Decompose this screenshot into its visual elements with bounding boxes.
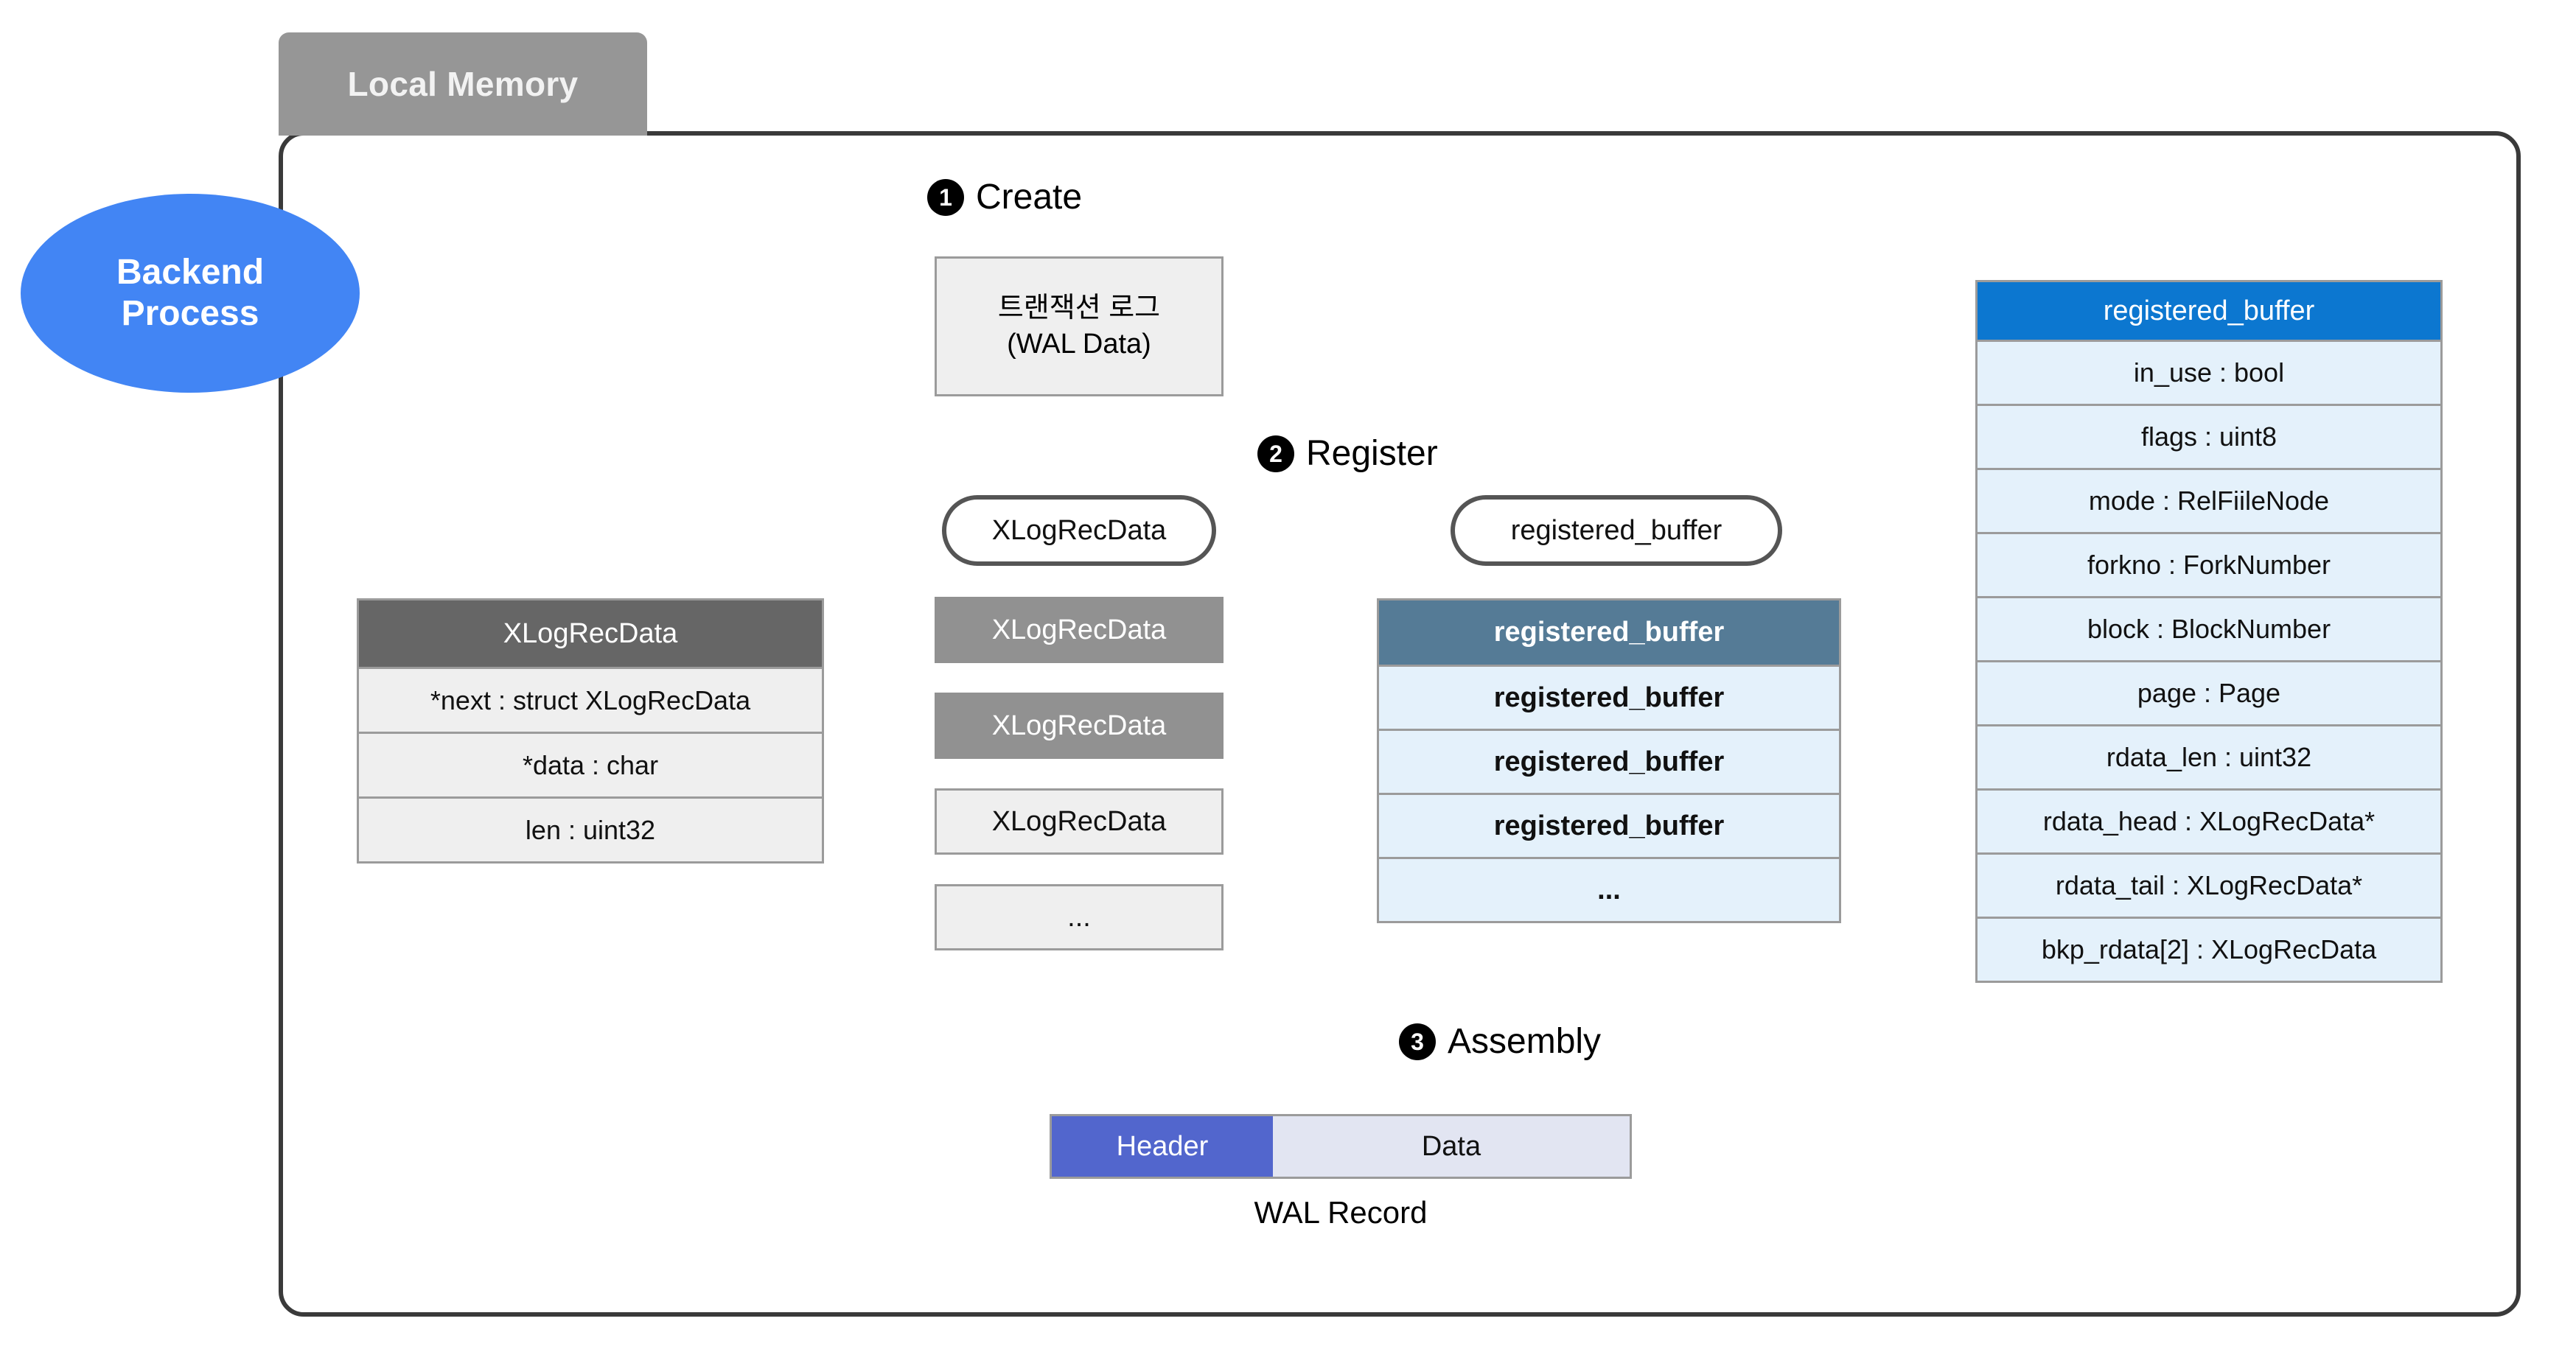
struct-field-row: rdata_len : uint32: [1978, 724, 2440, 788]
step-label: Assembly: [1448, 1022, 1602, 1061]
struct-field-row: mode : RelFiileNode: [1978, 468, 2440, 532]
list-item: XLogRecData: [935, 693, 1224, 759]
struct-field-row: forkno : ForkNumber: [1978, 532, 2440, 596]
step-create: 1 Create: [927, 177, 1082, 217]
backend-process-line2: Process: [121, 294, 259, 333]
wal-record-bar: Header Data: [1050, 1114, 1632, 1179]
pill-xlogrecdata: XLogRecData: [942, 495, 1216, 566]
struct-field-row: rdata_head : XLogRecData*: [1978, 788, 2440, 852]
struct-field-row: in_use : bool: [1978, 340, 2440, 404]
step-number-badge: 3: [1399, 1023, 1436, 1060]
wal-data-box: 트랜잭션 로그 (WAL Data): [935, 256, 1224, 396]
registered-buffer-struct-table: registered_buffer in_use : bool flags : …: [1975, 280, 2443, 983]
wal-record-header-segment: Header: [1052, 1116, 1273, 1177]
step-assembly: 3 Assembly: [1399, 1021, 1601, 1062]
wal-data-line1: 트랜잭션 로그: [997, 292, 1161, 323]
backend-process-node: Backend Process: [21, 194, 360, 393]
backend-process-line1: Backend: [116, 253, 265, 293]
list-item: registered_buffer: [1379, 793, 1839, 857]
step-label: Register: [1306, 434, 1438, 473]
wal-data-line2: (WAL Data): [1007, 329, 1151, 360]
wal-record-data-segment: Data: [1273, 1116, 1630, 1177]
step-number-badge: 2: [1257, 435, 1294, 472]
struct-field-row: block : BlockNumber: [1978, 596, 2440, 660]
list-item: XLogRecData: [935, 788, 1224, 855]
step-number-badge: 1: [927, 178, 964, 216]
step-register: 2 Register: [1257, 433, 1438, 474]
local-memory-tab: Local Memory: [279, 32, 647, 136]
list-item-header: registered_buffer: [1379, 600, 1839, 665]
struct-field-row: len : uint32: [359, 796, 822, 861]
list-item-ellipsis: ...: [1379, 857, 1839, 921]
struct-field-row: *next : struct XLogRecData: [359, 667, 822, 732]
struct-field-row: flags : uint8: [1978, 404, 2440, 468]
list-item: registered_buffer: [1379, 729, 1839, 793]
list-item: registered_buffer: [1379, 665, 1839, 729]
registered-buffer-list: registered_buffer registered_buffer regi…: [1377, 598, 1841, 923]
list-item: ...: [935, 884, 1224, 950]
list-item: XLogRecData: [935, 597, 1224, 663]
struct-field-row: *data : char: [359, 732, 822, 796]
xlogrecdata-struct-table: XLogRecData *next : struct XLogRecData *…: [357, 598, 824, 864]
step-label: Create: [976, 178, 1083, 217]
struct-field-row: rdata_tail : XLogRecData*: [1978, 852, 2440, 917]
wal-record-caption: WAL Record: [1254, 1195, 1428, 1230]
struct-field-row: page : Page: [1978, 660, 2440, 724]
struct-title: registered_buffer: [1978, 282, 2440, 340]
struct-field-row: bkp_rdata[2] : XLogRecData: [1978, 917, 2440, 981]
struct-title: XLogRecData: [359, 600, 822, 667]
pill-registered-buffer: registered_buffer: [1451, 495, 1782, 566]
